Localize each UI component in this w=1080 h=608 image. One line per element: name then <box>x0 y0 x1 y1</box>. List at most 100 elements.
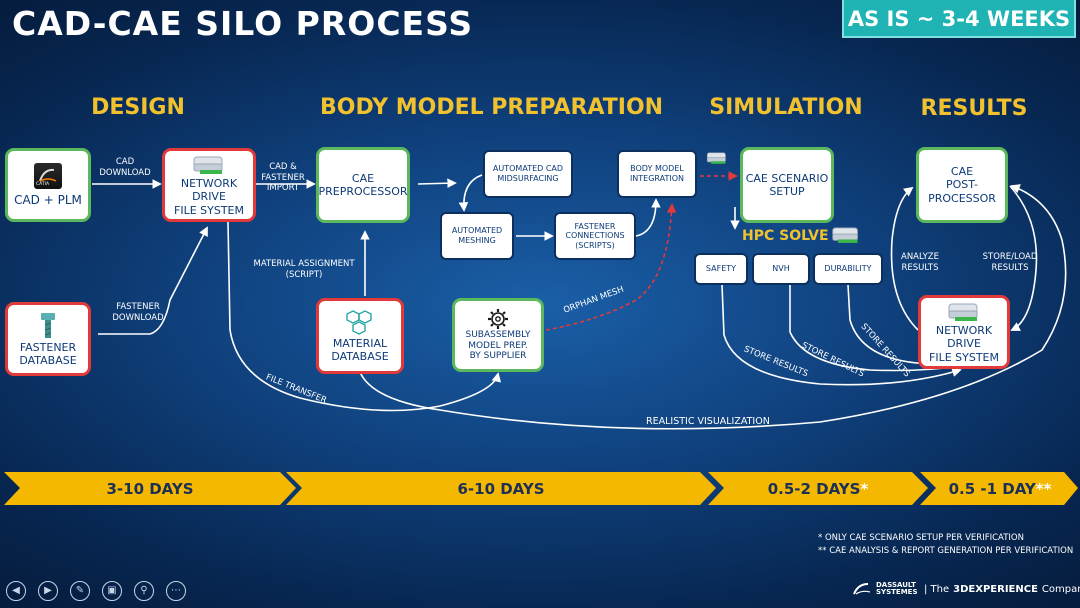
timeline-segment-body <box>286 472 716 505</box>
cad-plm-box: CATIA CAD + PLM <box>5 148 91 222</box>
cae-preprocessor-line-2: PREPROCESSOR <box>318 185 408 198</box>
pen-icon[interactable]: ✎ <box>70 581 90 601</box>
phase-body-model-preparation: BODY MODEL PREPARATION <box>320 95 664 120</box>
catia-label: CATIA <box>36 182 50 188</box>
arrow-file-transfer <box>227 221 502 412</box>
material-database-box: MATERIAL DATABASE <box>316 298 404 374</box>
cae-post-line-1: CAE <box>950 165 974 179</box>
safety-box: SAFETY <box>694 253 748 285</box>
label-material-assignment-line-2: (SCRIPT) <box>285 269 323 280</box>
cae-post-processor-box: CAE POST- PROCESSOR <box>916 147 1008 223</box>
label-analyze-results-line-1: ANALYZE <box>901 252 939 262</box>
label-import-line-2: FASTENER <box>261 172 305 183</box>
timeline-segment-simulation <box>708 472 928 505</box>
arrow-pre-to-process <box>417 178 457 189</box>
fastener-connections-line-1: FASTENER <box>574 221 616 231</box>
network-drive-small-icon <box>706 150 728 166</box>
bolt-icon <box>36 311 60 341</box>
label-import-line-1: CAD & <box>269 162 297 172</box>
fastener-database-line-2: DATABASE <box>19 354 77 367</box>
subassembly-line-3: BY SUPPLIER <box>469 351 527 362</box>
slides-icon[interactable]: ▣ <box>102 581 122 601</box>
timeline-results-text: 0.5 -1 DAY <box>948 479 1036 498</box>
footnote-2: ** CAE ANALYSIS & REPORT GENERATION PER … <box>818 546 1074 556</box>
cae-scenario-line-1: CAE SCENARIO <box>745 171 829 185</box>
cae-preprocessor-box: CAE PREPROCESSOR <box>316 147 410 223</box>
automated-midsurfacing-box: AUTOMATED CAD MIDSURFACING <box>483 150 573 198</box>
timeline-body-text: 6-10 DAYS <box>457 479 545 498</box>
network-drive-1-line-2: FILE SYSTEM <box>174 203 244 217</box>
body-model-integration-line-1: BODY MODEL <box>630 164 684 174</box>
brand-footer: DASSAULT SYSTEMES | The 3DEXPERIENCE Com… <box>852 582 1080 596</box>
network-drive-2-line-2: FILE SYSTEM <box>929 350 999 364</box>
automated-midsurfacing-line-1: AUTOMATED CAD <box>492 164 564 174</box>
timeline-results-mark: ** <box>1035 479 1052 498</box>
network-drive-1-line-1: NETWORK DRIVE <box>180 177 238 204</box>
fastener-database-line-1: FASTENER <box>19 340 77 354</box>
timeline-design-days: 3-10 DAYS <box>20 472 280 505</box>
label-fastener-download-line-2: DOWNLOAD <box>112 312 164 323</box>
network-drive-2-line-1: NETWORK DRIVE <box>935 324 993 351</box>
label-cad-fastener-import: CAD & FASTENER IMPORT <box>258 162 308 194</box>
phase-results: RESULTS <box>920 96 1028 121</box>
arrow-fastener-download <box>98 226 208 335</box>
network-drive-icon <box>192 153 226 177</box>
automated-meshing-box: AUTOMATED MESHING <box>440 212 514 260</box>
previous-icon[interactable]: ◀ <box>6 581 26 601</box>
label-realistic-visualization: REALISTIC VISUALIZATION <box>646 416 770 427</box>
timeline-results-days: 0.5 -1 DAY** <box>936 472 1064 505</box>
fastener-connections-box: FASTENER CONNECTIONS (SCRIPTS) <box>554 212 636 260</box>
label-material-assignment-line-1: MATERIAL ASSIGNMENT <box>253 259 355 269</box>
network-drive-icon <box>947 300 981 324</box>
material-database-line-1: MATERIAL <box>332 336 388 350</box>
cae-scenario-setup-box: CAE SCENARIO SETUP <box>740 147 834 223</box>
network-drive-box-2: NETWORK DRIVE FILE SYSTEM <box>918 295 1010 369</box>
arrow-store-results-durability <box>847 284 934 369</box>
arrow-midsurf-to-mesh <box>458 174 483 212</box>
brand-suffix: Company <box>1041 583 1080 595</box>
label-store-load-line-2: RESULTS <box>991 262 1029 273</box>
durability-box: DURABILITY <box>813 253 883 285</box>
fastener-connections-line-3: (SCRIPTS) <box>575 240 615 250</box>
timeline-segment-results <box>920 472 1078 505</box>
label-store-load-results: STORE/LOAD RESULTS <box>978 252 1042 273</box>
timeline-simulation-mark: * <box>860 479 869 498</box>
phase-simulation: SIMULATION <box>709 95 863 120</box>
cae-preprocessor-line-1: CAE <box>351 171 375 185</box>
cae-post-line-2: POST- <box>946 178 978 192</box>
hpc-solve-label: HPC SOLVE <box>742 228 829 244</box>
label-material-assignment: MATERIAL ASSIGNMENT (SCRIPT) <box>246 259 362 280</box>
subassembly-box: SUBASSEMBLY MODEL PREP. BY SUPPLIER <box>452 298 544 372</box>
fastener-connections-line-2: CONNECTIONS <box>565 231 625 241</box>
arrow-store-results-safety <box>721 284 962 386</box>
label-store-load-line-1: STORE/LOAD <box>982 252 1038 262</box>
automated-meshing-line-2: MESHING <box>458 236 496 245</box>
nvh-label: NVH <box>772 264 790 274</box>
slide-title: CAD-CAE SILO PROCESS <box>12 4 474 43</box>
arrow-fastener-to-body <box>635 198 661 237</box>
cae-scenario-line-2: SETUP <box>769 185 805 198</box>
subassembly-line-1: SUBASSEMBLY <box>465 329 531 340</box>
label-analyze-results-line-2: RESULTS <box>901 262 939 273</box>
zoom-icon[interactable]: ⚲ <box>134 581 154 601</box>
automated-meshing-line-1: AUTOMATED <box>451 226 503 236</box>
automated-midsurfacing-line-2: MIDSURFACING <box>497 174 559 183</box>
more-icon[interactable]: ⋯ <box>166 581 186 601</box>
body-model-integration-line-2: INTEGRATION <box>629 174 685 183</box>
timeline-design-text: 3-10 DAYS <box>106 479 194 498</box>
footnote-1: * ONLY CAE SCENARIO SETUP PER VERIFICATI… <box>818 533 1024 543</box>
label-cad-download-line-1: CAD <box>115 157 135 167</box>
brand-prefix: | The <box>924 583 950 595</box>
next-icon[interactable]: ▶ <box>38 581 58 601</box>
fastener-database-box: FASTENER DATABASE <box>5 302 91 376</box>
label-import-line-3: IMPORT <box>266 183 300 194</box>
arrow-analyze-results <box>890 186 919 331</box>
safety-label: SAFETY <box>705 264 737 274</box>
body-model-integration-box: BODY MODEL INTEGRATION <box>617 150 697 198</box>
arrow-store-load-results <box>1009 185 1038 331</box>
subassembly-line-2: MODEL PREP. <box>468 340 528 351</box>
label-analyze-results: ANALYZE RESULTS <box>892 252 948 273</box>
timeline-simulation-text: 0.5-2 DAYS <box>767 479 861 498</box>
network-drive-box-1: NETWORK DRIVE FILE SYSTEM <box>162 148 256 222</box>
